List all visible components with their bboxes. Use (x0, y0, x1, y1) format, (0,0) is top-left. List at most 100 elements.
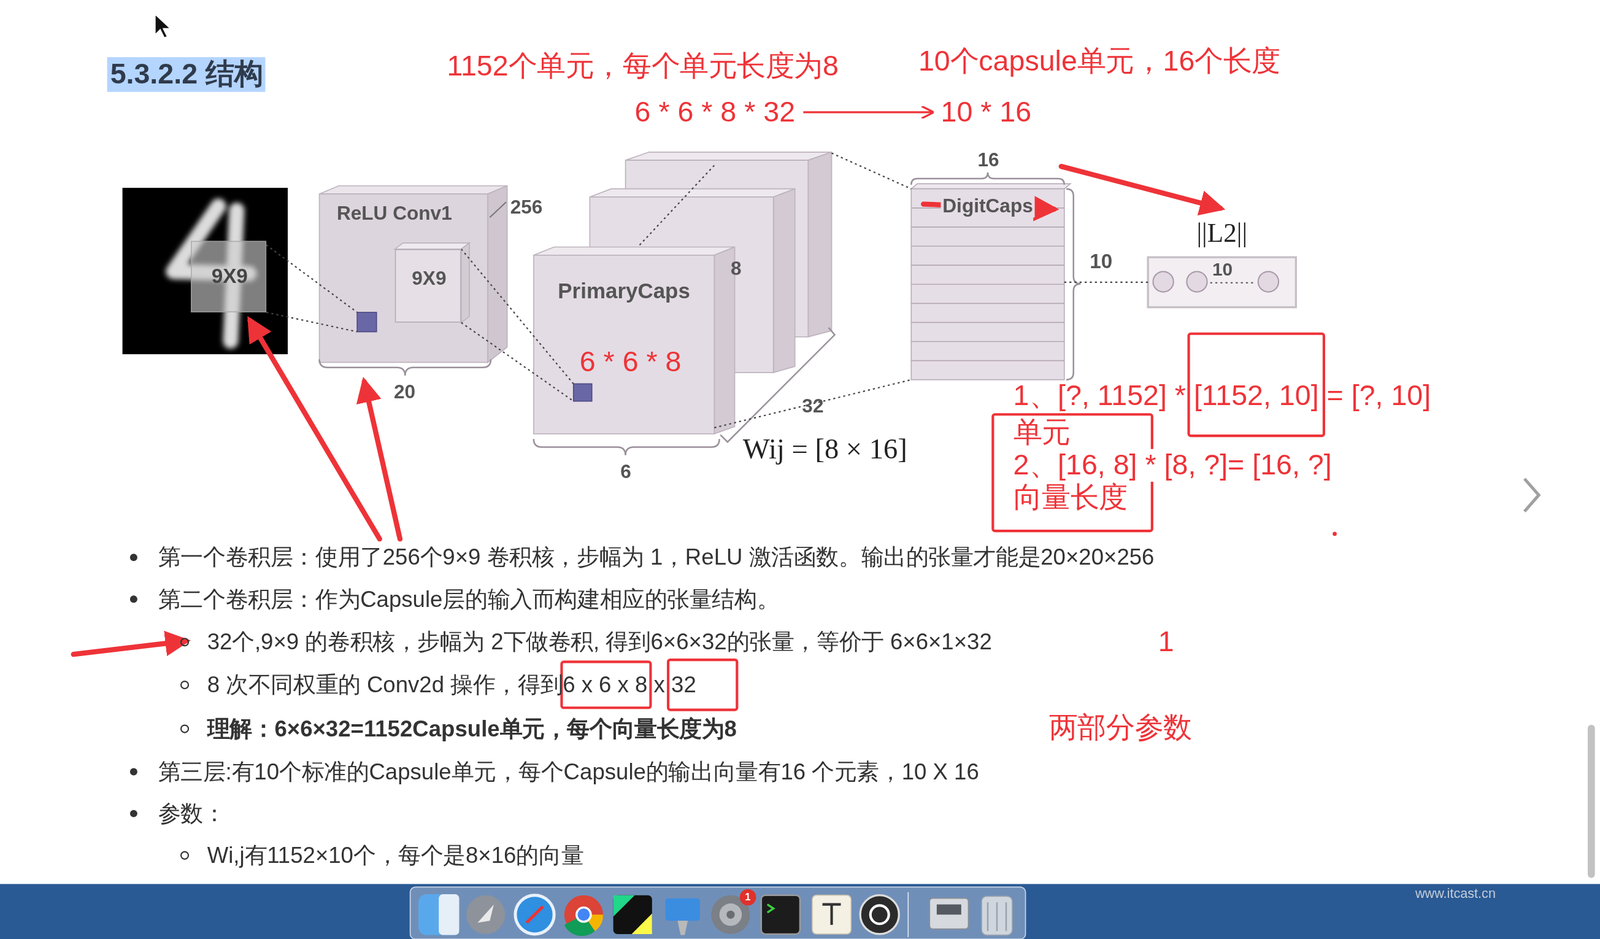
scrollbar (1587, 724, 1596, 878)
dotted-connector (1064, 281, 1148, 283)
dotted-projection (266, 244, 358, 313)
dotted-projection (266, 152, 912, 401)
dotted-projection (831, 152, 912, 189)
conv-layer-box: ReLU Conv1 9X9 (319, 193, 488, 362)
dotted-projection (461, 322, 574, 402)
bullet-text: 第一个卷积层：使用了256个9×9 卷积核，步幅为 1，ReLU 激活函数。输出… (158, 544, 1155, 570)
dock (981, 895, 1013, 935)
red-arrow (364, 381, 400, 539)
dock (575, 906, 593, 923)
kernel-size: 9X9 (211, 264, 248, 288)
length-output-block (1147, 257, 1296, 308)
dimension-label: 32 (801, 395, 824, 418)
red-arrow (250, 320, 380, 539)
scrollbar (1587, 724, 1596, 878)
digit-caps-block (911, 188, 1064, 380)
annotation-note: 两部分参数 (1049, 711, 1193, 745)
notification-badge: 1 (744, 890, 751, 903)
dock (761, 895, 800, 934)
dotted-projection (638, 165, 715, 247)
dock (665, 898, 700, 921)
annotation-note: 1152个单元，每个单元长度为8 (447, 49, 839, 83)
bullet-marker (180, 851, 189, 859)
bullet-text: 参数： (158, 800, 226, 827)
dimension-label: 10 (1212, 258, 1233, 280)
primary-caps-stack (533, 255, 715, 434)
bullet-text: 第二个卷积层：作为Capsule层的输入而构建相应的张量结构。 (158, 585, 780, 612)
primary-caps-box: PrimaryCaps6 * 6 * 8 (533, 255, 715, 434)
bullet-marker (130, 809, 138, 818)
dock (860, 895, 899, 934)
annotation-note: 1、[?, 1152] * [1152, 10] = [?, 10] (1013, 379, 1432, 413)
red-arrow (803, 111, 933, 113)
length-output-box: ||L2||10 (1147, 257, 1296, 308)
dimension-brace (533, 438, 720, 456)
dock (613, 895, 635, 917)
weight-formula: Wij = [8 × 16] (742, 432, 908, 466)
length-output-block (1258, 271, 1279, 292)
dock (719, 903, 743, 926)
dock (410, 886, 1026, 939)
layer-name: ReLU Conv1 (336, 201, 453, 224)
dock (577, 907, 590, 921)
conv-layer-block (319, 185, 508, 194)
bullet-marker (130, 595, 138, 603)
bullet-text: Wi,j有1152×10个，每个是8×16的向量 (207, 842, 584, 869)
digit-caps-box: DigitCaps (911, 188, 1064, 380)
dock (515, 895, 554, 934)
red-arrow (73, 641, 186, 655)
dock (987, 901, 1007, 931)
dock (822, 904, 842, 925)
dock (907, 892, 909, 937)
kernel-patch: 9X9 (190, 241, 267, 313)
red-arrow (1061, 166, 1221, 208)
bullet-marker (180, 680, 189, 689)
digit-caps-block (911, 183, 1070, 380)
bullet-marker (180, 638, 189, 646)
dock (466, 895, 505, 934)
bottom-band (0, 883, 1600, 939)
dimension-brace (911, 172, 1064, 185)
annotation-note: 2、[16, 8] * [8, ?]= [16, ?] (1013, 449, 1332, 483)
conv-layer-block (319, 185, 508, 363)
annotation-note: 6 * 6 * 8 (579, 346, 682, 380)
mouse-cursor (155, 14, 171, 38)
dock (929, 898, 969, 929)
bottom-band (0, 883, 1600, 939)
dimension-brace (1066, 188, 1081, 380)
annotation-note: 单元 (1013, 415, 1071, 450)
dock (613, 895, 653, 934)
watermark: www.itcast.cn (1415, 886, 1496, 902)
conv-layer-block (489, 201, 507, 218)
primary-caps-stack (807, 152, 832, 337)
dock (438, 893, 459, 935)
dock (767, 904, 774, 913)
length-output-block (1210, 282, 1256, 284)
dimension-label: 6 (620, 460, 632, 483)
dock (477, 904, 494, 923)
dimension-label: 8 (730, 257, 742, 280)
primary-caps-stack (533, 152, 832, 434)
bullet-marker (130, 553, 138, 561)
bullet-text: 第三层:有10个标准的Capsule单元，每个Capsule的输出向量有16 个… (158, 758, 980, 785)
dimension-brace (319, 358, 491, 376)
conv-layer-block (487, 185, 508, 363)
dock (526, 906, 543, 923)
dock (726, 910, 735, 919)
dock (418, 893, 460, 935)
conv-layer-block (319, 193, 488, 362)
norm-label: ||L2|| (1196, 218, 1248, 250)
length-output-block (1152, 271, 1174, 292)
bullet-marker (130, 767, 138, 775)
dimension-label: 256 (510, 195, 543, 218)
primary-caps-stack (573, 383, 593, 401)
bullet-text: 32个,9×9 的卷积核，步幅为 2下做卷积, 得到6×6×32的张量，等价于 … (207, 628, 993, 655)
dock (739, 888, 757, 906)
dock (677, 920, 688, 935)
dimension-label: 16 (977, 149, 999, 172)
length-output-block (1186, 271, 1207, 292)
kernel-cube: 9X9 (395, 249, 462, 323)
